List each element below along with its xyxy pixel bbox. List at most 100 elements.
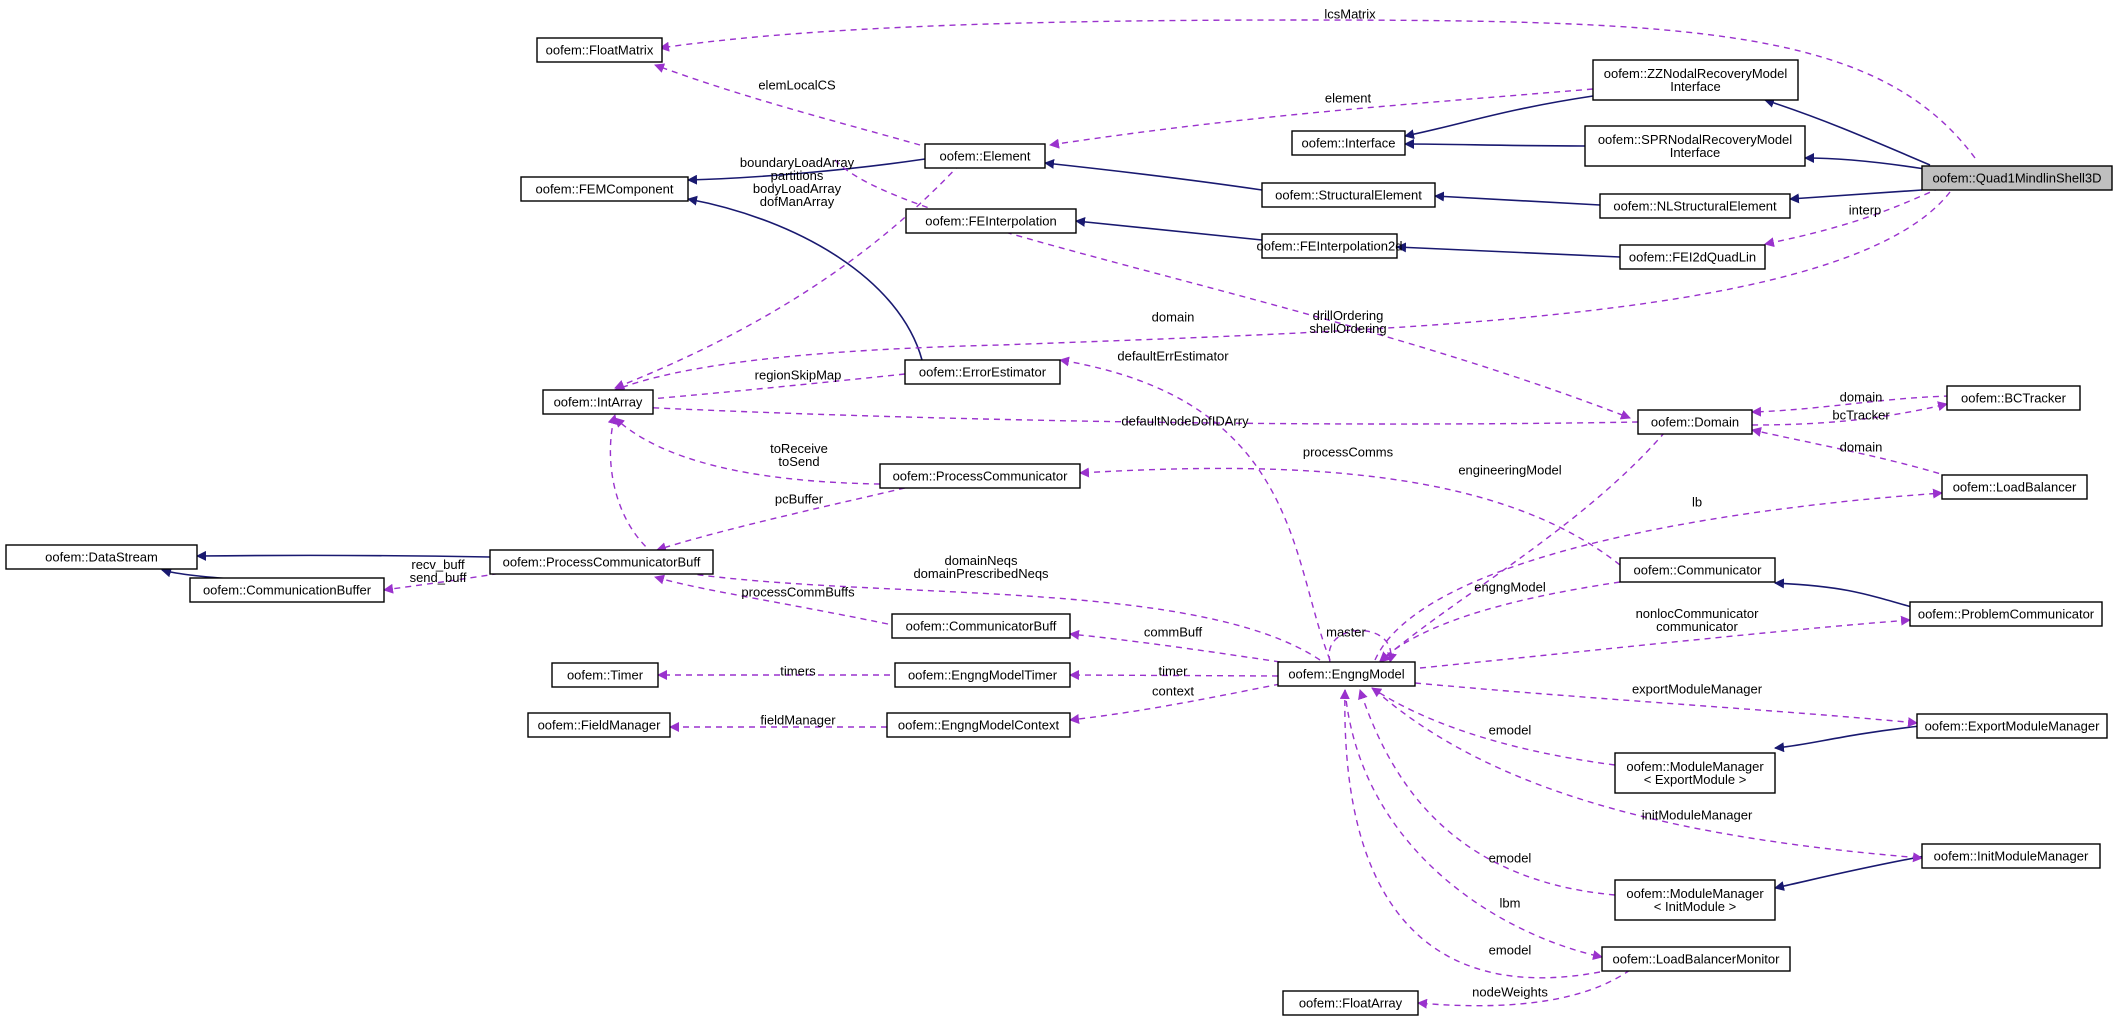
edge-nlstructural-to-structural	[1434, 191, 1601, 206]
edge-label-regionSkipMap: regionSkipMap	[755, 368, 842, 383]
edge-label-femcomp_labels-2: partitions	[771, 168, 824, 183]
node-expmm[interactable]: oofem::ExportModuleManager	[1916, 713, 2108, 739]
edge-quad-to-zznodal	[1764, 98, 1931, 166]
node-label-floatmatrix: oofem::FloatMatrix	[546, 43, 654, 58]
edge-communicator-engng	[1379, 581, 1621, 662]
node-intarray[interactable]: oofem::IntArray	[542, 389, 654, 415]
edge-emodel-exp	[1371, 687, 1616, 766]
node-quad[interactable]: oofem::Quad1MindlinShell3D	[1921, 165, 2113, 191]
edges-layer	[161, 19, 1976, 1009]
edge-processCommBuffs	[654, 574, 889, 625]
node-label-bctracker: oofem::BCTracker	[1961, 391, 2067, 406]
node-timer[interactable]: oofem::Timer	[551, 662, 659, 688]
edge-label-context: context	[1152, 684, 1194, 699]
node-label-timer: oofem::Timer	[567, 668, 644, 683]
edge-lcsMatrix	[659, 19, 1976, 159]
node-label-fei2dquad: oofem::FEI2dQuadLin	[1629, 250, 1756, 265]
label-exportModuleManager: exportModuleManager	[1632, 682, 1763, 697]
edge-nonloc	[1419, 615, 1911, 669]
node-errest[interactable]: oofem::ErrorEstimator	[904, 359, 1061, 385]
node-datastream[interactable]: oofem::DataStream	[5, 544, 198, 570]
node-feinterp[interactable]: oofem::FEInterpolation	[905, 208, 1077, 234]
label-domain-bct: domain	[1840, 390, 1883, 405]
label-domain-elem: domain	[1152, 310, 1195, 325]
edge-label-nonloc: nonlocCommunicator	[1636, 606, 1760, 621]
label-engngModel: engngModel	[1474, 580, 1546, 595]
node-label-intarray: oofem::IntArray	[554, 395, 643, 410]
edge-feinterp2d-to-feinterp	[1075, 216, 1263, 241]
node-label-zznodal-2: Interface	[1670, 79, 1721, 94]
edge-label-commBuff: commBuff	[1144, 625, 1203, 640]
node-label-pcbuff: oofem::ProcessCommunicatorBuff	[503, 555, 701, 570]
label-commBuff: commBuff	[1144, 625, 1203, 640]
node-loadbal[interactable]: oofem::LoadBalancer	[1941, 474, 2088, 500]
node-label-interface: oofem::Interface	[1302, 136, 1396, 151]
node-fieldmgr[interactable]: oofem::FieldManager	[527, 712, 671, 738]
edge-pcBuffer	[656, 487, 906, 553]
edge-label-engngModel: engngModel	[1474, 580, 1546, 595]
edge-label-timers: timers	[780, 664, 816, 679]
edge-timer	[1069, 670, 1279, 681]
node-mmexport[interactable]: oofem::ModuleManager< ExportModule >	[1614, 752, 1776, 794]
node-femcomponent[interactable]: oofem::FEMComponent	[520, 176, 689, 202]
node-bctracker[interactable]: oofem::BCTracker	[1946, 385, 2081, 411]
node-mminit[interactable]: oofem::ModuleManager< InitModule >	[1614, 879, 1776, 921]
edge-initmm-to-mminit	[1774, 855, 1926, 891]
edge-label-toReceive-2: toSend	[778, 454, 819, 469]
edge-label-femcomp_labels-3: bodyLoadArray	[753, 181, 842, 196]
edge-toReceive	[614, 417, 881, 485]
node-label-errest: oofem::ErrorEstimator	[919, 365, 1047, 380]
label-regionSkipMap: regionSkipMap	[755, 368, 842, 383]
node-label-mmexport-2: < ExportModule >	[1644, 772, 1747, 787]
node-probcomm[interactable]: oofem::ProblemCommunicator	[1909, 601, 2103, 627]
edge-commBuff	[1069, 629, 1281, 663]
edge-label-defaultErrEstimator: defaultErrEstimator	[1117, 349, 1229, 364]
label-emodel-lbm: emodel	[1489, 943, 1532, 958]
node-interface[interactable]: oofem::Interface	[1291, 130, 1406, 156]
node-initmm[interactable]: oofem::InitModuleManager	[1921, 843, 2101, 869]
node-label-engng: oofem::EngngModel	[1288, 667, 1404, 682]
edge-label-toReceive: toReceive	[770, 441, 828, 456]
node-label-nlstructural: oofem::NLStructuralElement	[1613, 199, 1777, 214]
label-elemLocalCS: elemLocalCS	[758, 78, 836, 93]
node-label-emcontext: oofem::EngngModelContext	[898, 718, 1060, 733]
node-label-expmm: oofem::ExportModuleManager	[1925, 719, 2101, 734]
label-context: context	[1152, 684, 1194, 699]
node-floatarray[interactable]: oofem::FloatArray	[1282, 990, 1419, 1016]
node-label-domain: oofem::Domain	[1651, 415, 1739, 430]
edge-quad-to-sprnodal	[1804, 153, 1926, 170]
node-element[interactable]: oofem::Element	[924, 143, 1046, 169]
node-floatmatrix[interactable]: oofem::FloatMatrix	[536, 37, 663, 63]
label-lbm: lbm	[1500, 896, 1521, 911]
edge-domainNeqs	[607, 414, 1321, 661]
node-label-feinterp2d: oofem::FEInterpolation2d	[1257, 239, 1403, 254]
edge-label-domainNeqs-2: domainPrescribedNeqs	[913, 566, 1049, 581]
node-lbmonitor[interactable]: oofem::LoadBalancerMonitor	[1601, 946, 1791, 972]
edge-emodel-init	[1358, 689, 1616, 896]
node-engng[interactable]: oofem::EngngModel	[1277, 661, 1416, 687]
node-label-combuffer: oofem::CommunicationBuffer	[203, 583, 372, 598]
edge-label-domain_elem: domain	[1152, 310, 1195, 325]
node-communicator[interactable]: oofem::Communicator	[1619, 557, 1776, 583]
edge-label-lcsMatrix: lcsMatrix	[1324, 7, 1376, 22]
node-structural[interactable]: oofem::StructuralElement	[1261, 182, 1436, 208]
node-domain[interactable]: oofem::Domain	[1637, 409, 1753, 435]
edge-label-processComms: processComms	[1303, 445, 1394, 460]
edge-expmm-to-mmexport	[1774, 725, 1921, 753]
node-feinterp2d[interactable]: oofem::FEInterpolation2d	[1257, 233, 1403, 259]
node-fei2dquad[interactable]: oofem::FEI2dQuadLin	[1619, 244, 1766, 270]
node-label-feinterp: oofem::FEInterpolation	[925, 214, 1057, 229]
node-emtimer[interactable]: oofem::EngngModelTimer	[894, 662, 1071, 688]
node-label-quad: oofem::Quad1MindlinShell3D	[1932, 171, 2101, 186]
node-emcontext[interactable]: oofem::EngngModelContext	[886, 712, 1071, 738]
node-procomm[interactable]: oofem::ProcessCommunicator	[879, 463, 1081, 489]
node-nlstructural[interactable]: oofem::NLStructuralElement	[1599, 193, 1791, 219]
node-pcbuff[interactable]: oofem::ProcessCommunicatorBuff	[489, 549, 714, 575]
node-commbuff[interactable]: oofem::CommunicatorBuff	[891, 613, 1071, 639]
node-combuffer[interactable]: oofem::CommunicationBuffer	[189, 577, 385, 603]
node-label-mmexport: oofem::ModuleManager	[1626, 759, 1764, 774]
